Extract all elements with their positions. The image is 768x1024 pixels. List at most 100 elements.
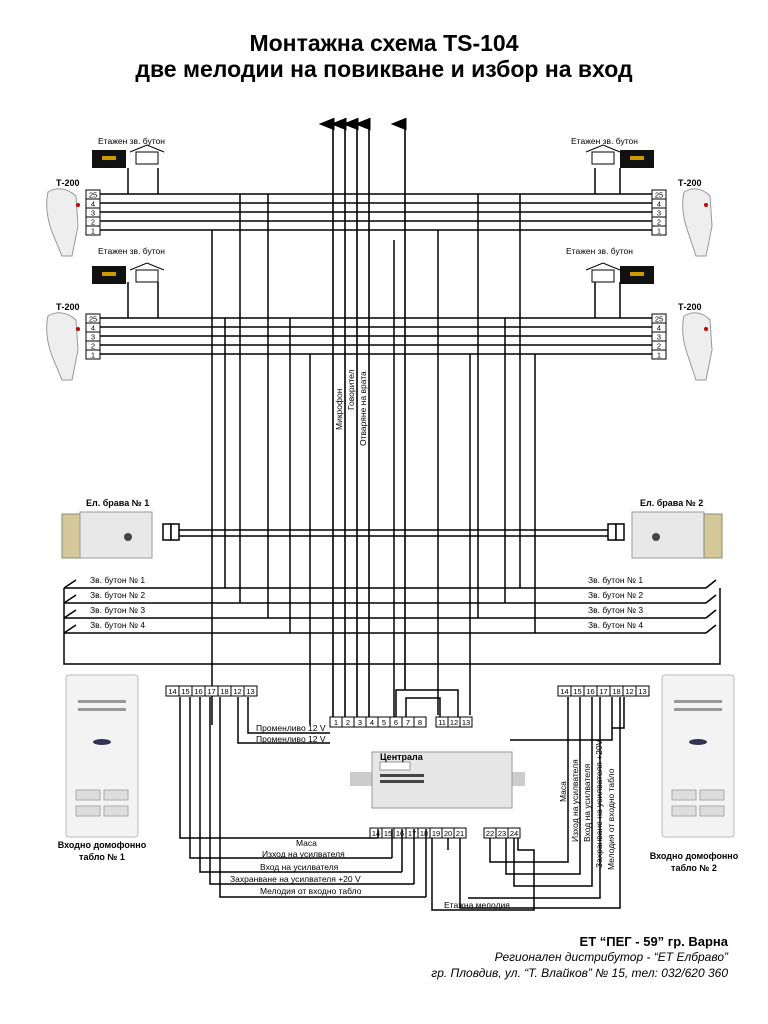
terminal-number: 11: [438, 718, 446, 727]
footer-address: гр. Пловдив, ул. “Т. Влайков” № 15, тел:…: [431, 966, 728, 980]
pin-number: 3: [91, 209, 95, 218]
call-button-lines: [63, 579, 721, 665]
footer-distributor: Регионален дистрибутор - “ЕТ Елбраво”: [494, 950, 728, 964]
terminal-number: 16: [586, 687, 594, 696]
call-button-left-3: Зв. бутон № 3: [90, 605, 145, 615]
right-signal-amp-out: Изход на усилвателя: [570, 759, 580, 842]
left-signal-ground: Маса: [296, 838, 317, 848]
call-button-right-4: Зв. бутон № 4: [588, 620, 643, 630]
terminal-number: 17: [408, 829, 416, 838]
central-label: Централа: [380, 752, 424, 762]
pin-number: 25: [89, 191, 97, 200]
bus-arrows: [318, 117, 407, 725]
terminal-number: 20: [444, 829, 452, 838]
pin-number: 1: [91, 227, 95, 236]
pin-number: 25: [89, 315, 97, 324]
entrance-panel-right-icon: [661, 674, 735, 838]
terminal-number: 15: [573, 687, 581, 696]
left-signal-amp-power: Захранване на усилвателя +20 V: [230, 874, 361, 884]
call-button-left-4: Зв. бутон № 4: [90, 620, 145, 630]
terminal-number: 16: [194, 687, 202, 696]
lock-right-label: Ел. брава № 2: [640, 498, 703, 508]
terminal-number: 21: [456, 829, 464, 838]
handset-label: Т-200: [678, 302, 702, 312]
pin-number: 2: [657, 342, 661, 351]
bus-signal-microphone: Микрофон: [334, 388, 344, 430]
terminal-number: 14: [560, 687, 568, 696]
lock-left-label: Ел. брава № 1: [86, 498, 149, 508]
pin-number: 2: [91, 218, 95, 227]
pin-number: 25: [655, 315, 663, 324]
terminal-number: 14: [372, 829, 380, 838]
pin-number: 2: [91, 342, 95, 351]
pin-number: 4: [657, 324, 661, 333]
terminal-number: 12: [233, 687, 241, 696]
call-button-left-1: Зв. бутон № 1: [90, 575, 145, 585]
call-wires: [127, 168, 621, 725]
pin-number: 2: [657, 218, 661, 227]
panel-right-label-1: Входно домофонно: [650, 851, 739, 861]
panel-right-label-2: табло № 2: [671, 863, 717, 873]
central-unit-icon: [350, 751, 525, 809]
floor-unit-mid-right: Етажен зв. бутон: [566, 246, 654, 284]
terminal-number: 13: [638, 687, 646, 696]
pin-number: 4: [91, 324, 95, 333]
terminal-number: 14: [168, 687, 176, 696]
terminal-number: 23: [498, 829, 506, 838]
terminal-number: 15: [181, 687, 189, 696]
right-signal-melody: Мелодия от входно табло: [606, 768, 616, 870]
terminal-number: 12: [625, 687, 633, 696]
panel-left-label-1: Входно домофонно: [58, 840, 147, 850]
terminal-number: 24: [510, 829, 518, 838]
floor-unit-top-right: Етажен зв. бутон: [571, 136, 654, 168]
right-signal-amp-power: Захранване на усилвателя +20V: [594, 739, 604, 868]
terminal-number: 6: [394, 718, 398, 727]
entrance-panel-left-icon: [65, 674, 139, 838]
electric-lock-left-icon: [61, 511, 153, 559]
left-signal-amp-in: Вход на усилвателя: [260, 862, 339, 872]
ac-line-1: Променливо 12 V: [256, 723, 326, 733]
pin-number: 3: [657, 209, 661, 218]
handset-indicator-icon: [76, 203, 708, 331]
floor-button-label: Етажен зв. бутон: [98, 136, 165, 146]
terminal-number: 16: [396, 829, 404, 838]
pin-number: 4: [91, 200, 95, 209]
footer-company: ЕТ “ПЕГ - 59” гр. Варна: [579, 934, 728, 949]
handset-icon: [46, 188, 713, 381]
terminal-number: 8: [418, 718, 422, 727]
handset-label: Т-200: [56, 302, 80, 312]
left-signal-amp-out: Изход на усилвателя: [262, 849, 345, 859]
bus-signal-speaker: Говорител: [346, 369, 356, 410]
terminal-number: 19: [432, 829, 440, 838]
central-wires: [179, 689, 625, 911]
call-button-right-3: Зв. бутон № 3: [588, 605, 643, 615]
pin-number: 3: [91, 333, 95, 342]
terminal-number: 3: [358, 718, 362, 727]
terminal-number: 7: [406, 718, 410, 727]
call-button-right-2: Зв. бутон № 2: [588, 590, 643, 600]
terminal-number: 18: [420, 829, 428, 838]
pin-number: 25: [655, 191, 663, 200]
terminal-number: 17: [599, 687, 607, 696]
terminal-number: 13: [462, 718, 470, 727]
floor-unit-mid-left: Етажен зв. бутон: [92, 246, 165, 284]
terminal-number: 17: [207, 687, 215, 696]
lock-terminals: [162, 523, 625, 541]
terminal-number: 18: [220, 687, 228, 696]
terminal-number: 22: [486, 829, 494, 838]
terminal-number: 15: [384, 829, 392, 838]
pin-number: 3: [657, 333, 661, 342]
terminal-number: 18: [612, 687, 620, 696]
handset-label: Т-200: [56, 178, 80, 188]
call-button-left-2: Зв. бутон № 2: [90, 590, 145, 600]
panel-left-label-2: табло № 1: [79, 852, 125, 862]
handset-label: Т-200: [678, 178, 702, 188]
floor-button-label: Етажен зв. бутон: [98, 246, 165, 256]
call-button-right-1: Зв. бутон № 1: [588, 575, 643, 585]
floor-unit-top-left: Етажен зв. бутон: [92, 136, 165, 168]
diagram-title-line1: Монтажна схема TS-104: [249, 30, 519, 56]
handset-bus-wires: [100, 193, 652, 355]
bus-signal-door-open: Отваряне на врата: [358, 371, 368, 446]
